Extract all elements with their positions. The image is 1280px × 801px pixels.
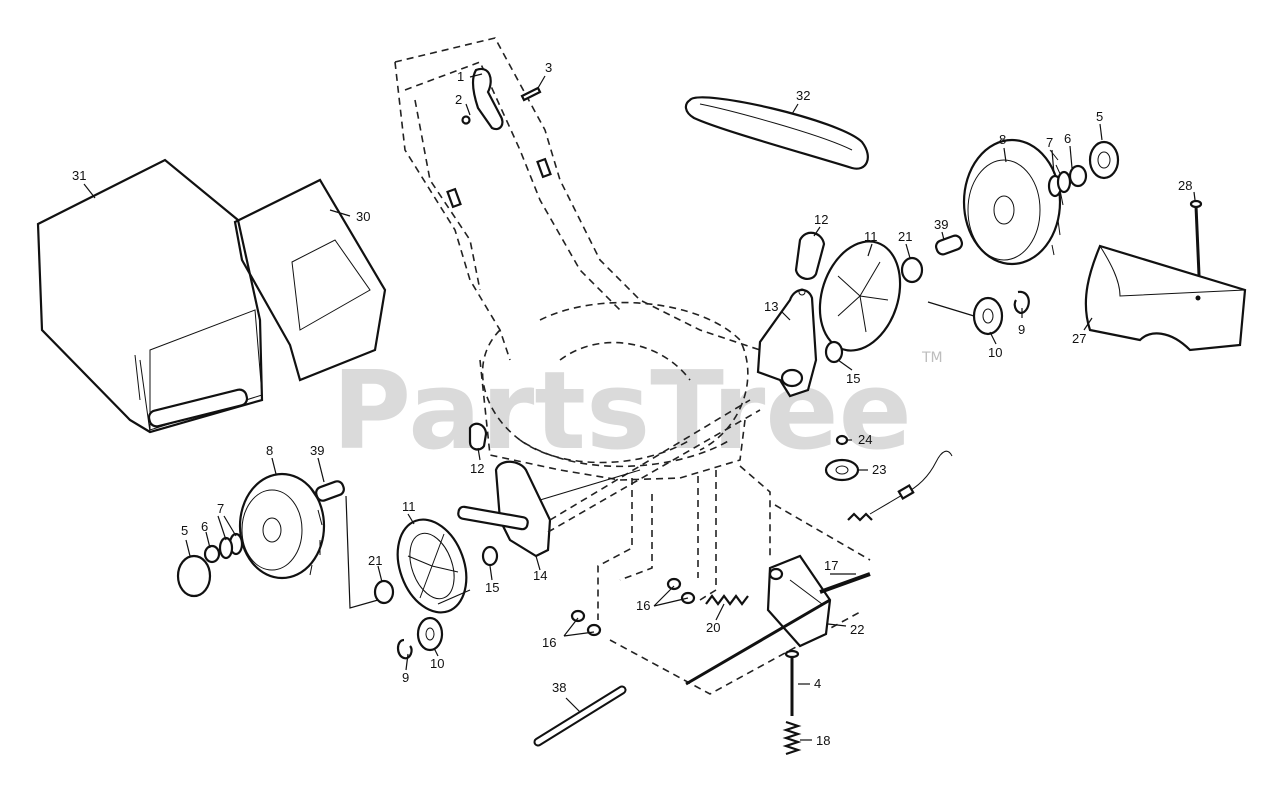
handle-clips (446, 157, 552, 209)
callout-15: 15 (485, 580, 499, 595)
bearing-parts (824, 434, 860, 482)
bag-frame-part (233, 178, 387, 382)
callout-20: 20 (706, 620, 720, 635)
watermark-trademark: TM (921, 350, 943, 366)
callout-18: 18 (816, 733, 830, 748)
rear-shield-part (1084, 244, 1247, 352)
height-adjuster-bracket-part (756, 288, 818, 398)
left-spacer-part (315, 480, 345, 502)
callout-38: 38 (552, 680, 566, 695)
callout-31: 31 (72, 168, 86, 183)
callout-10: 10 (430, 656, 444, 671)
callout-13: 13 (764, 299, 778, 314)
callout-5: 5 (1096, 109, 1103, 124)
callout-16: 16 (542, 635, 556, 650)
callout-27: 27 (1072, 331, 1086, 346)
callout-32: 32 (796, 88, 810, 103)
shaft-part (819, 572, 871, 594)
callout-23: 23 (872, 462, 886, 477)
callout-4: 4 (814, 676, 821, 691)
right-nut-part (824, 340, 844, 364)
callout-7: 7 (1046, 135, 1053, 150)
watermark-text: PartsTree (332, 349, 912, 474)
callout-9: 9 (1018, 322, 1025, 337)
left-nut-part (481, 545, 499, 567)
left-gear-part (396, 616, 444, 660)
callout-6: 6 (1064, 131, 1071, 146)
control-bracket-part (461, 67, 542, 131)
callout-7: 7 (217, 501, 224, 516)
left-washer-part (373, 579, 395, 605)
right-washer-spacer (900, 234, 964, 284)
right-wheel-part (962, 138, 1064, 266)
control-cable (847, 450, 953, 522)
drive-rod-part (685, 598, 831, 686)
pin-and-spring-part (782, 649, 802, 756)
axle-bracket-part (457, 460, 552, 558)
callout-1: 1 (457, 69, 464, 84)
callout-39: 39 (310, 443, 324, 458)
left-drive-plate-part (396, 518, 468, 614)
callout-39: 39 (934, 217, 948, 232)
callout-30: 30 (356, 209, 370, 224)
callout-2: 2 (455, 92, 462, 107)
callout-21: 21 (368, 553, 382, 568)
assembly-guide-lines (597, 465, 871, 695)
callout-12: 12 (470, 461, 484, 476)
callout-24: 24 (858, 432, 872, 447)
callout-3: 3 (545, 60, 552, 75)
handle-and-deck-outline (394, 37, 761, 481)
nut-16-parts (570, 577, 696, 637)
right-wheel-hardware (1047, 140, 1120, 198)
callout-28: 28 (1178, 178, 1192, 193)
callout-16: 16 (636, 598, 650, 613)
left-wheel-part (238, 472, 326, 580)
spring-part (705, 594, 749, 606)
grip-part-top (794, 231, 826, 280)
leader-lines (83, 73, 1196, 741)
callout-11: 11 (864, 229, 878, 244)
callout-22: 22 (850, 622, 864, 637)
callout-6: 6 (201, 519, 208, 534)
callout-21: 21 (898, 229, 912, 244)
axle-rods (539, 399, 761, 533)
grip-part-left (468, 422, 488, 451)
callout-15: 15 (846, 371, 860, 386)
callout-17: 17 (824, 558, 838, 573)
callout-14: 14 (533, 568, 547, 583)
callout-5: 5 (181, 523, 188, 538)
callout-11: 11 (402, 499, 416, 514)
transmission-part (766, 554, 832, 648)
left-wheel-hardware (176, 532, 244, 598)
callout-12: 12 (814, 212, 828, 227)
callout-10: 10 (988, 345, 1002, 360)
right-gear-part (972, 290, 1030, 336)
grass-bag-part (36, 158, 264, 434)
callout-8: 8 (999, 132, 1006, 147)
part-callouts: 1 2 3 31 30 32 8 7 6 5 28 12 11 21 39 13… (72, 60, 1192, 748)
callout-9: 9 (402, 670, 409, 685)
callout-8: 8 (266, 443, 273, 458)
drive-belt-part (684, 96, 869, 170)
